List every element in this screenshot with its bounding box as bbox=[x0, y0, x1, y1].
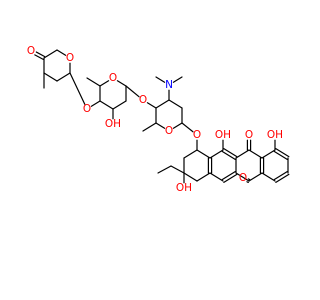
bond-single bbox=[183, 149, 198, 159]
bond-single bbox=[168, 99, 183, 109]
bond-single bbox=[69, 72, 86, 105]
bond-single bbox=[155, 76, 166, 83]
bond-double bbox=[221, 171, 236, 181]
oxygen-atom-label: O bbox=[239, 172, 247, 184]
bond-single bbox=[172, 76, 183, 83]
bond-double bbox=[273, 150, 288, 160]
bond-double bbox=[223, 148, 238, 158]
bond-single bbox=[196, 149, 211, 159]
bond-double bbox=[34, 54, 44, 61]
bond-single bbox=[157, 165, 172, 174]
bond-single bbox=[170, 165, 185, 174]
bond-double bbox=[246, 181, 249, 184]
oxygen-atom-label: O bbox=[83, 103, 91, 115]
bond-single bbox=[172, 122, 183, 129]
bond-single bbox=[209, 149, 224, 159]
bond-single bbox=[261, 172, 276, 182]
bond-single bbox=[99, 100, 114, 110]
bond-double bbox=[247, 178, 251, 181]
bond-single bbox=[56, 72, 71, 82]
bond-single bbox=[43, 72, 58, 82]
bond-single bbox=[183, 172, 198, 182]
bonds bbox=[34, 49, 290, 184]
oxygen-atom-label: O bbox=[66, 52, 74, 64]
bond-single bbox=[43, 49, 58, 59]
bond-single bbox=[235, 172, 250, 182]
oxygen-atom-label: O bbox=[193, 129, 201, 141]
bond-single bbox=[112, 100, 127, 110]
bond-single bbox=[90, 100, 101, 107]
atom-labels: O O O O OH O O N O OH OH O O OH bbox=[27, 45, 283, 194]
hydroxyl-atom-label: OH bbox=[267, 129, 283, 141]
bond-single bbox=[125, 85, 140, 98]
bond-double bbox=[223, 173, 238, 183]
oxygen-atom-label: O bbox=[139, 94, 147, 106]
bond-single bbox=[181, 122, 194, 133]
oxygen-atom-label: O bbox=[27, 45, 35, 57]
bond-double bbox=[275, 173, 290, 183]
bond-single bbox=[146, 102, 157, 109]
bond-double bbox=[221, 150, 236, 160]
hydroxyl-atom-label: OH bbox=[176, 182, 192, 194]
bond-single bbox=[196, 172, 211, 182]
bond-single bbox=[142, 122, 157, 132]
bond-double bbox=[35, 51, 46, 58]
hydroxyl-atom-label: OH bbox=[105, 118, 121, 130]
bond-single bbox=[155, 99, 170, 109]
oxygen-atom-label: O bbox=[165, 125, 173, 137]
nitrogen-atom-label: N bbox=[165, 79, 173, 91]
bond-single bbox=[248, 149, 263, 159]
bond-double bbox=[275, 148, 290, 158]
oxygen-atom-label: O bbox=[245, 129, 253, 141]
hydroxyl-atom-label: OH bbox=[215, 129, 231, 141]
bond-single bbox=[155, 122, 166, 129]
bond-single bbox=[86, 77, 101, 87]
molecule-structure-diagram: O O O O OH O O N O OH OH O O OH bbox=[27, 45, 290, 194]
bond-single bbox=[56, 49, 67, 56]
oxygen-atom-label: O bbox=[109, 72, 117, 84]
bond-single bbox=[248, 172, 263, 182]
bond-single bbox=[209, 172, 224, 182]
bond-double bbox=[273, 171, 288, 181]
bond-single bbox=[261, 149, 276, 159]
bond-single bbox=[116, 80, 127, 87]
bond-single bbox=[99, 80, 110, 87]
bond-single bbox=[235, 149, 250, 159]
